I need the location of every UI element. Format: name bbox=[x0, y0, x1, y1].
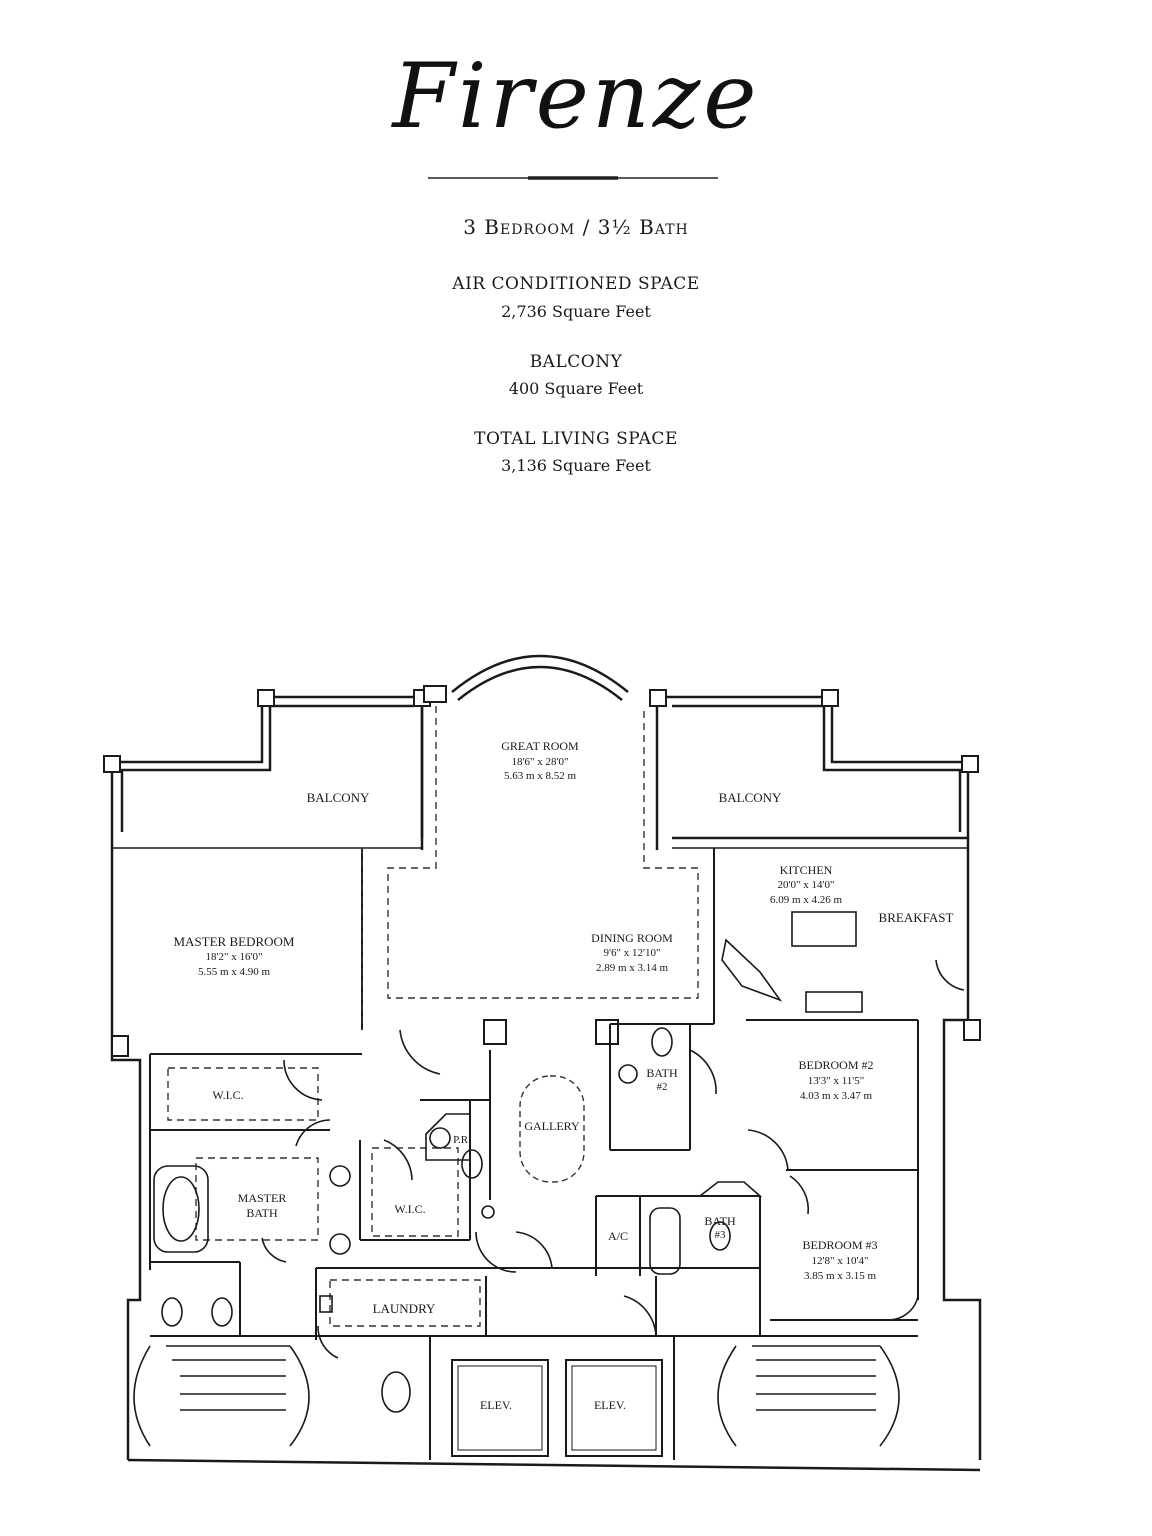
bedroom-3-dim-ft: 12'8" x 10'4" bbox=[812, 1255, 869, 1267]
label-bedroom-3: BEDROOM #3 bbox=[802, 1238, 877, 1252]
title-divider bbox=[428, 176, 718, 180]
label-powder-room: P.R. bbox=[453, 1134, 471, 1146]
spec-label-ac: AIR CONDITIONED SPACE bbox=[452, 274, 700, 294]
fixtures bbox=[153, 911, 863, 1413]
label-elevator-1: ELEV. bbox=[480, 1398, 512, 1412]
label-master-bedroom: MASTER BEDROOM bbox=[174, 934, 295, 949]
floor-plan-drawing: BALCONY BALCONY GREAT ROOM 18'6" x 28'0"… bbox=[103, 654, 982, 1472]
label-elevator-2: ELEV. bbox=[594, 1398, 626, 1412]
spec-value-balcony: 400 Square Feet bbox=[508, 379, 644, 398]
gallery-outline bbox=[519, 1075, 585, 1183]
great-room-dim-ft: 18'6" x 28'0" bbox=[512, 756, 569, 768]
spec-value-total: 3,136 Square Feet bbox=[501, 456, 651, 475]
bedroom-2-dim-ft: 13'3" x 11'5" bbox=[808, 1075, 865, 1087]
label-dining-room: DINING ROOM bbox=[591, 931, 673, 945]
header: Firenze 3 Bedroom / 3½ Bath AIR CONDITIO… bbox=[0, 0, 1152, 520]
label-master-bath-1: MASTER bbox=[238, 1191, 287, 1205]
room-labels: BALCONY BALCONY GREAT ROOM 18'6" x 28'0"… bbox=[174, 739, 954, 1412]
dining-room-dim-m: 2.89 m x 3.14 m bbox=[596, 962, 669, 974]
dining-room-dim-ft: 9'6" x 12'10" bbox=[604, 947, 661, 959]
label-bath-3-num: #3 bbox=[715, 1229, 727, 1241]
interior-walls bbox=[149, 848, 919, 1460]
plan-title: Firenze bbox=[392, 44, 760, 149]
label-ac: A/C bbox=[608, 1229, 628, 1243]
master-bedroom-dim-m: 5.55 m x 4.90 m bbox=[198, 966, 271, 978]
label-bath-2: BATH bbox=[646, 1066, 678, 1080]
label-bath-3: BATH bbox=[704, 1214, 736, 1228]
label-balcony-left: BALCONY bbox=[307, 790, 370, 805]
label-bedroom-2: BEDROOM #2 bbox=[798, 1058, 873, 1072]
stairs bbox=[133, 1345, 900, 1447]
label-bath-2-num: #2 bbox=[657, 1081, 668, 1093]
label-laundry: LAUNDRY bbox=[373, 1301, 436, 1316]
kitchen-dim-ft: 20'0" x 14'0" bbox=[778, 879, 835, 891]
bedroom-2-dim-m: 4.03 m x 3.47 m bbox=[800, 1090, 873, 1102]
kitchen-dim-m: 6.09 m x 4.26 m bbox=[770, 894, 843, 906]
bedroom-3-dim-m: 3.85 m x 3.15 m bbox=[804, 1270, 877, 1282]
bedroom-bath-count: 3 Bedroom / 3½ Bath bbox=[463, 215, 689, 239]
label-great-room: GREAT ROOM bbox=[501, 739, 579, 753]
master-bedroom-dim-ft: 18'2" x 16'0" bbox=[206, 951, 263, 963]
label-master-bath-2: BATH bbox=[246, 1206, 278, 1220]
label-breakfast: BREAKFAST bbox=[879, 910, 954, 925]
label-wic-master: W.I.C. bbox=[212, 1088, 243, 1102]
columns bbox=[103, 685, 981, 1057]
spec-label-balcony: BALCONY bbox=[529, 352, 623, 372]
ceiling-outlines bbox=[167, 706, 699, 1327]
floor-plan: BALCONY BALCONY GREAT ROOM 18'6" x 28'0"… bbox=[0, 640, 1152, 1500]
label-gallery: GALLERY bbox=[524, 1119, 580, 1133]
label-wic-hall: W.I.C. bbox=[394, 1202, 425, 1216]
label-balcony-right: BALCONY bbox=[719, 790, 782, 805]
exterior-walls bbox=[110, 654, 982, 1472]
spec-label-total: TOTAL LIVING SPACE bbox=[474, 429, 678, 449]
label-kitchen: KITCHEN bbox=[780, 863, 833, 877]
door-swings bbox=[261, 959, 965, 1359]
great-room-dim-m: 5.63 m x 8.52 m bbox=[504, 770, 577, 782]
elevators bbox=[451, 1359, 663, 1457]
spec-value-ac: 2,736 Square Feet bbox=[501, 302, 651, 321]
